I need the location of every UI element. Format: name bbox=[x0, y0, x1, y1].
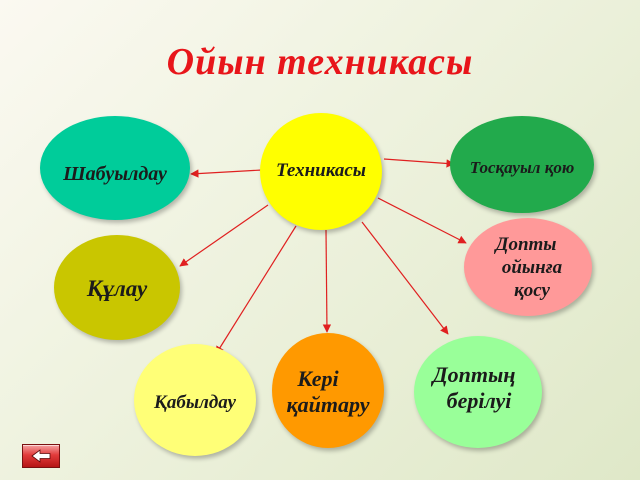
center-node bbox=[260, 113, 382, 230]
return-line-2: қайтару bbox=[286, 392, 370, 418]
serve-label: Доптың берілуі bbox=[404, 362, 544, 415]
center-label: Техникасы bbox=[276, 160, 366, 181]
defense-node bbox=[450, 116, 594, 213]
defense-label: Тосқауыл қою bbox=[469, 158, 575, 177]
arrow-to-defense bbox=[383, 158, 455, 168]
attack-node bbox=[40, 116, 190, 220]
reception-label: Қабылдау bbox=[154, 392, 236, 413]
arrow-to-put-in-play bbox=[377, 197, 467, 244]
fall-node bbox=[54, 235, 180, 340]
slide-title: Ойын техникасы bbox=[166, 41, 474, 83]
return-label: Кері қайтару bbox=[266, 366, 390, 419]
put-in-play-label: Допты ойынға қосу bbox=[470, 234, 594, 302]
attack-label: Шабуылдау bbox=[63, 163, 167, 185]
return-line-1: Кері bbox=[297, 366, 339, 391]
reception-node bbox=[134, 344, 256, 456]
serve-line-2: берілуі bbox=[446, 388, 512, 414]
put-in-play-line-3: қосу bbox=[514, 279, 550, 301]
back-nav-button[interactable] bbox=[22, 444, 60, 468]
put-in-play-line-2: ойынға bbox=[501, 256, 563, 278]
arrow-to-reception bbox=[215, 225, 297, 355]
put-in-play-line-1: Допты bbox=[495, 234, 557, 255]
fall-label: Құлау bbox=[86, 276, 148, 301]
arrow-to-serve bbox=[361, 221, 449, 335]
arrow-to-return bbox=[322, 229, 332, 333]
return-node bbox=[272, 333, 384, 448]
put-in-play-node bbox=[464, 218, 592, 316]
back-arrow-icon bbox=[31, 449, 51, 463]
serve-line-1: Доптың bbox=[432, 362, 516, 387]
arrow-to-attack bbox=[190, 169, 263, 178]
arrow-to-fall bbox=[179, 204, 269, 267]
serve-node bbox=[414, 336, 542, 448]
